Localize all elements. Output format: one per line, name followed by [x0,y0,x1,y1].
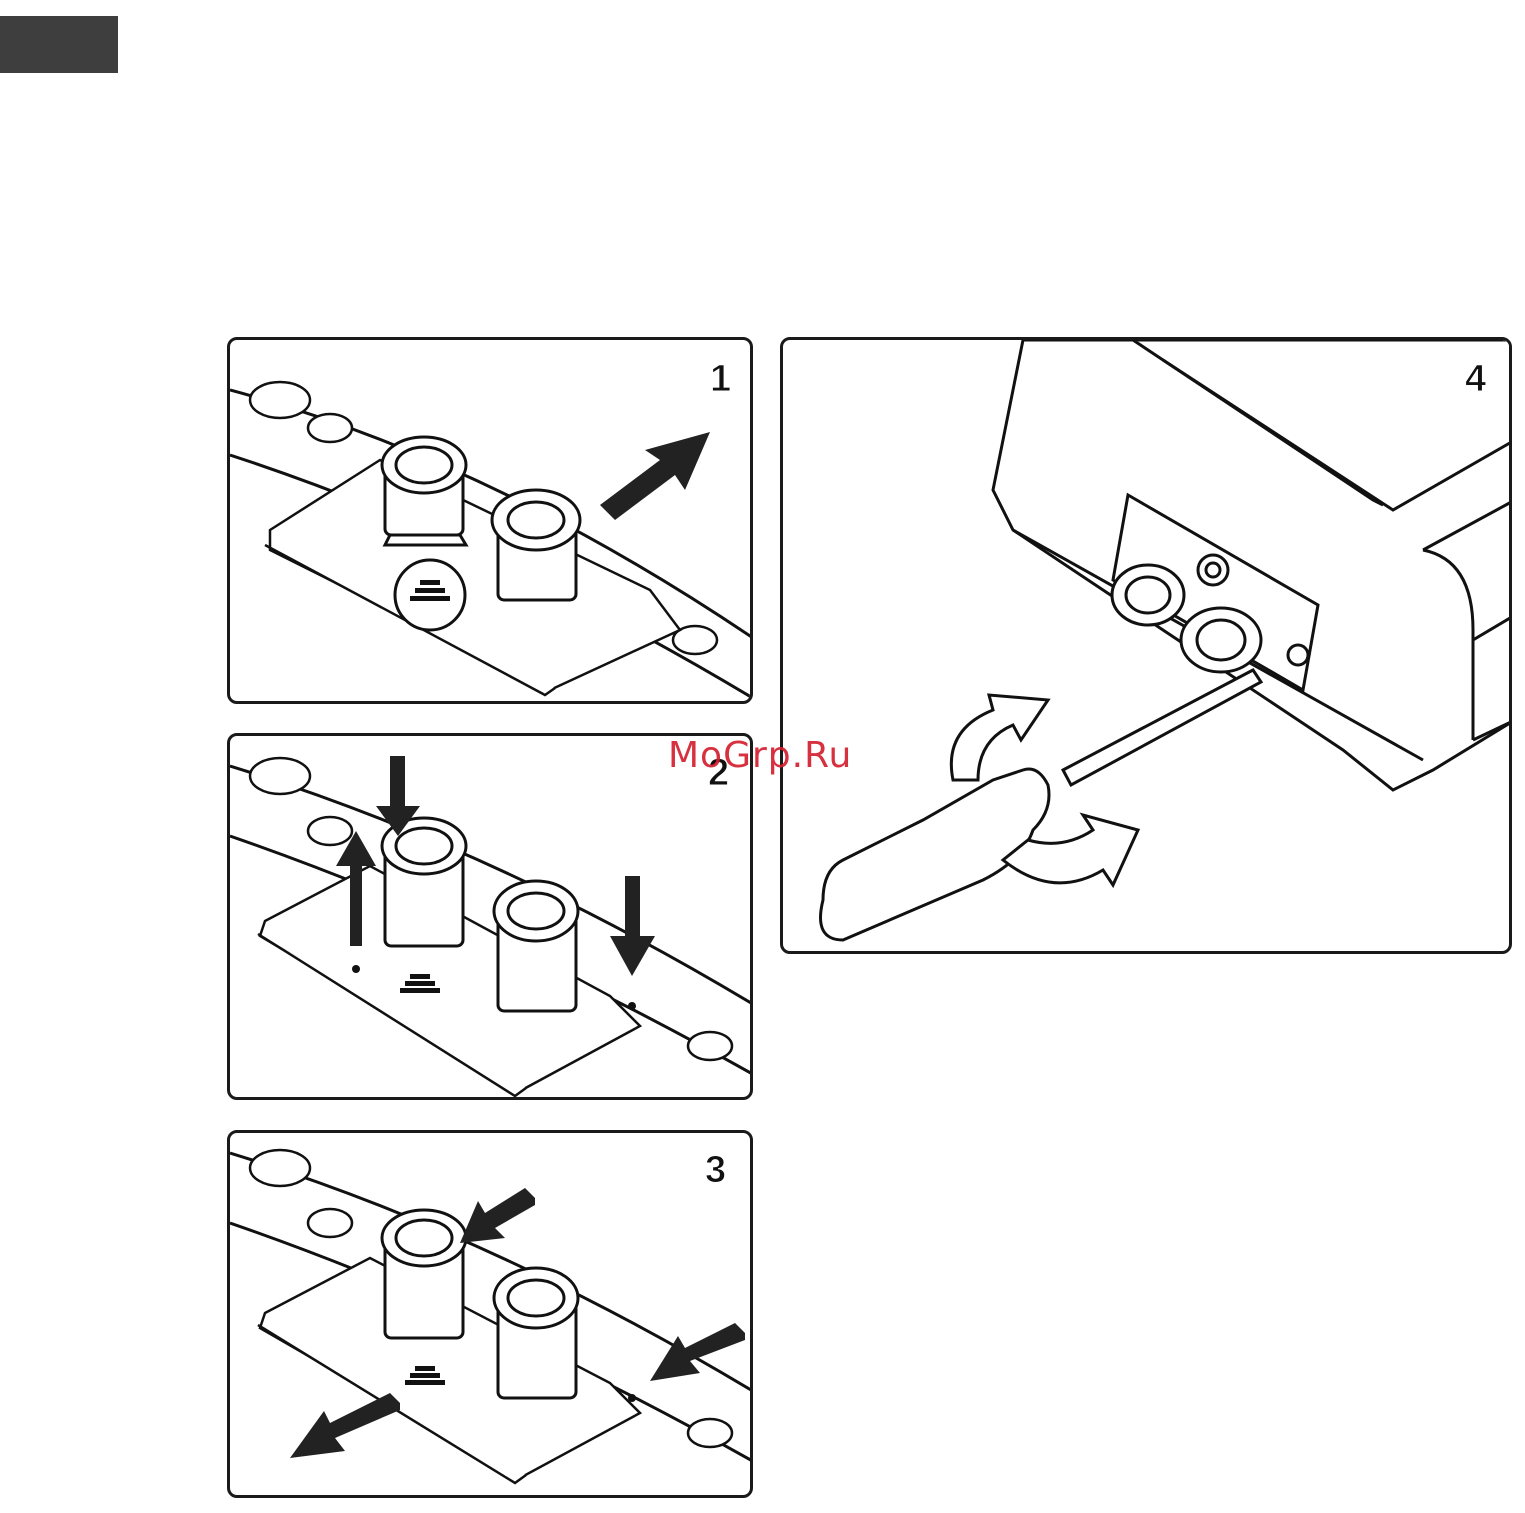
watermark-text: MoGrp.Ru [668,735,852,776]
step-4-illustration [783,340,1512,954]
step-1-number: 1 [710,358,731,401]
step-3-illustration [230,1133,753,1498]
header-tab-block [0,16,118,73]
step-1-panel: 1 [227,337,753,704]
step-3-panel: 3 [227,1130,753,1498]
step-4-panel: 4 [780,337,1512,954]
step-3-number: 3 [705,1149,726,1192]
step-2-panel: 2 [227,733,753,1100]
step-4-number: 4 [1465,358,1486,401]
step-2-illustration [230,736,753,1100]
step-1-illustration [230,340,753,704]
